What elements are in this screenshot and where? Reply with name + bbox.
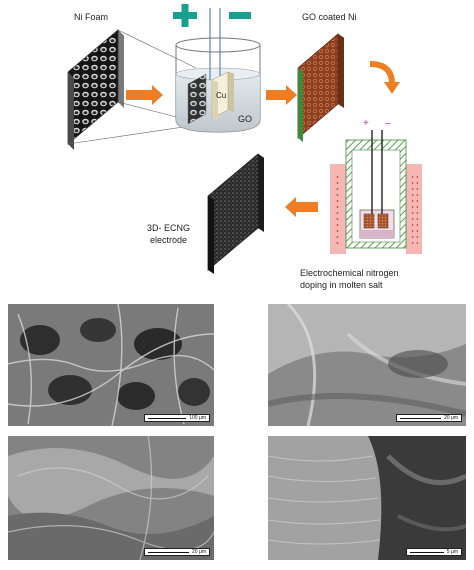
arrow-to-beaker <box>126 85 163 105</box>
sem-image-bottom-right: 5 μm <box>268 436 466 560</box>
arrow-to-ecng <box>285 197 318 217</box>
electrode-label-line1: 3D- ECNG <box>147 223 191 233</box>
curved-arrow-head <box>384 82 400 94</box>
ni-foam-block <box>67 29 125 150</box>
electrode-wires <box>209 8 221 80</box>
cu-label: Cu <box>216 91 227 100</box>
ecng-electrode-block <box>207 153 265 274</box>
scale-label-bottom-left: 20 μm <box>192 549 206 555</box>
arrow-to-go-foam <box>266 85 297 105</box>
plus-sign-icon <box>173 4 197 27</box>
scale-label-top-right: 20 μm <box>444 415 458 421</box>
scale-bar-top-left: 100 μm <box>144 414 210 422</box>
scale-label-bottom-right: 5 μm <box>446 549 458 555</box>
scale-bar-bottom-left: 20 μm <box>144 548 210 556</box>
curved-arrow <box>369 61 395 85</box>
electrode-label-line2: electrode <box>150 235 188 245</box>
sem-image-top-right: 20 μm <box>268 304 466 426</box>
go-coated-label: GO coated Ni <box>302 12 357 22</box>
salt-label-line2: doping in molten salt <box>300 280 383 290</box>
molten-salt-furnace <box>330 130 422 254</box>
scale-bar-top-right: 20 μm <box>396 414 462 422</box>
process-diagram <box>67 4 422 274</box>
salt-label-line1: Electrochemical nitrogen <box>300 268 399 278</box>
sem-image-bottom-left: 20 μm <box>8 436 214 560</box>
minus-sign-icon <box>229 12 251 19</box>
scale-label-top-left: 100 μm <box>189 415 206 421</box>
cu-electrode <box>211 71 235 120</box>
scale-bar-bottom-right: 5 μm <box>406 548 462 556</box>
go-coated-block <box>297 33 345 142</box>
go-label: GO <box>238 114 253 124</box>
foam-electrode-in-beaker <box>187 73 207 125</box>
negative-terminal-label: – <box>385 118 391 129</box>
sem-image-top-left: 100 μm <box>8 304 214 426</box>
positive-terminal-label: + <box>363 118 369 129</box>
ni-foam-label: Ni Foam <box>74 12 109 22</box>
